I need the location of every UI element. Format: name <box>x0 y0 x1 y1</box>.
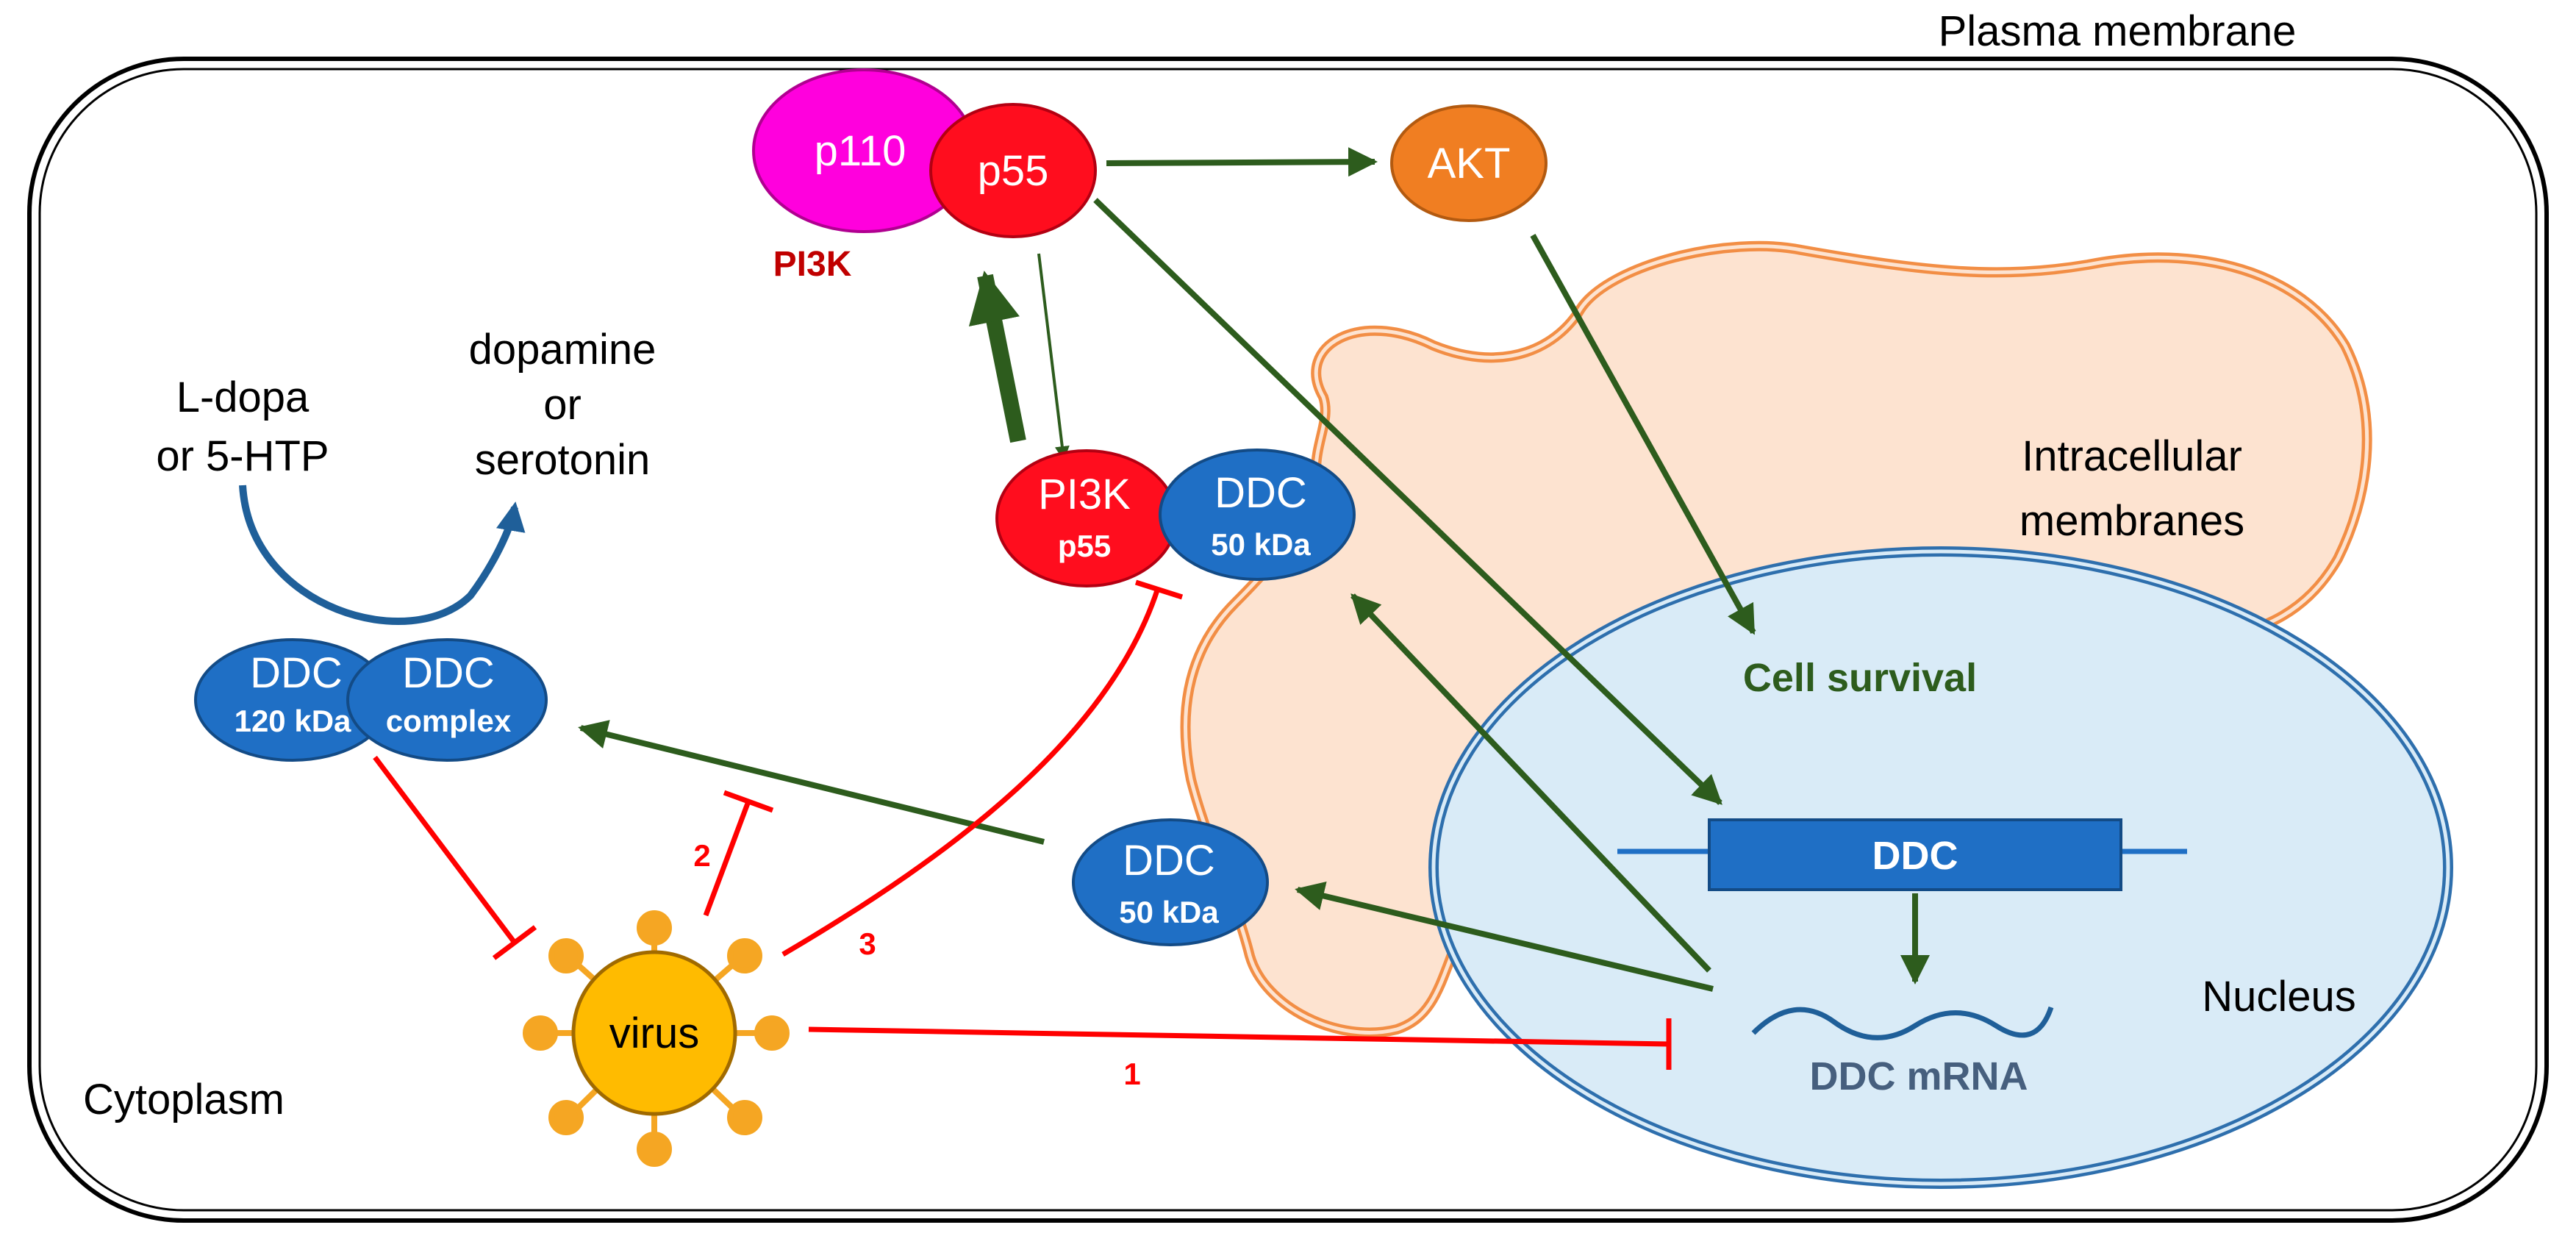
ddc-50-node <box>1072 818 1269 946</box>
cytoplasm-label: Cytoplasm <box>83 1076 285 1123</box>
arrow-p55-to-pi3k-complex <box>1037 253 1070 461</box>
cell-survival-label: Cell survival <box>1743 656 1977 700</box>
plasma-membrane-label: Plasma membrane <box>1939 7 2297 55</box>
ddc-50-label: DDC <box>1123 837 1215 885</box>
product-label-3: serotonin <box>475 436 651 484</box>
nucleus-inner-line <box>1431 549 2450 1186</box>
virus-node <box>571 950 737 1116</box>
conversion-arrow <box>239 485 526 625</box>
intracellular-membranes-label-1: Intracellular <box>2022 432 2242 480</box>
inhibition-2 <box>703 790 774 917</box>
ddc-complex-node <box>346 638 548 762</box>
substrate-label-1: L-dopa <box>176 374 310 421</box>
virus-label: virus <box>609 1010 699 1057</box>
arrow-pi3k-complex-to-p55 <box>968 271 1026 443</box>
arrow-p55-to-ddc-gene <box>1093 198 1722 805</box>
plasma-membrane-outer <box>27 57 2549 1223</box>
ddc-120-sub: 120 kDa <box>235 704 351 738</box>
product-label-2: or <box>543 381 582 429</box>
ddc-complex-sub: complex <box>386 704 512 738</box>
ddc-bound-label: DDC <box>1214 469 1307 517</box>
ddc-bound-sub: 50 kDa <box>1211 527 1311 562</box>
inhibition-number-2: 2 <box>693 838 710 873</box>
inhibition-1 <box>808 1018 1672 1070</box>
plasma-membrane-inner <box>38 68 2538 1212</box>
arrow-p55-to-akt <box>1106 147 1378 177</box>
intracellular-membranes-label-2: membranes <box>2019 497 2244 545</box>
akt-label: AKT <box>1428 140 1511 187</box>
arrow-mrna-to-ddc-50 <box>1295 881 1714 992</box>
arrow-akt-to-cell-survival <box>1530 234 1756 635</box>
ddc-50-bound-node <box>1159 449 1356 581</box>
inhibition-3 <box>781 579 1184 957</box>
arrow-ddc-50-to-ddc-complex <box>578 720 1045 845</box>
ddc-mrna-label: DDC mRNA <box>1810 1054 2028 1098</box>
inhibition-number-3: 3 <box>859 926 876 961</box>
pi3k-bound-label: PI3K <box>1038 471 1131 518</box>
p110-label: p110 <box>815 127 906 175</box>
ddc-gene-label: DDC <box>1872 834 1958 878</box>
nucleus-label: Nucleus <box>2202 973 2356 1021</box>
substrate-label-2: or 5-HTP <box>156 432 329 480</box>
p55-label: p55 <box>978 147 1049 195</box>
ddc-gene-box <box>1708 818 2122 891</box>
pi3k-complex-label: PI3K <box>773 245 852 284</box>
ddc-complex-label: DDC <box>402 649 495 697</box>
arrow-mrna-to-pi3k-ddc-complex <box>1350 593 1711 973</box>
ddc-50-sub: 50 kDa <box>1119 895 1219 929</box>
akt-node <box>1390 104 1548 222</box>
pi3k-bound-sub: p55 <box>1058 529 1111 563</box>
p55-node <box>929 103 1097 238</box>
ddc-120-label: DDC <box>250 649 343 697</box>
ddc-mrna-wave <box>1751 1006 2054 1040</box>
product-label-1: dopamine <box>469 326 656 374</box>
inhibition-ddc-complex-to-virus <box>373 755 537 960</box>
inhibition-number-1: 1 <box>1123 1057 1140 1091</box>
